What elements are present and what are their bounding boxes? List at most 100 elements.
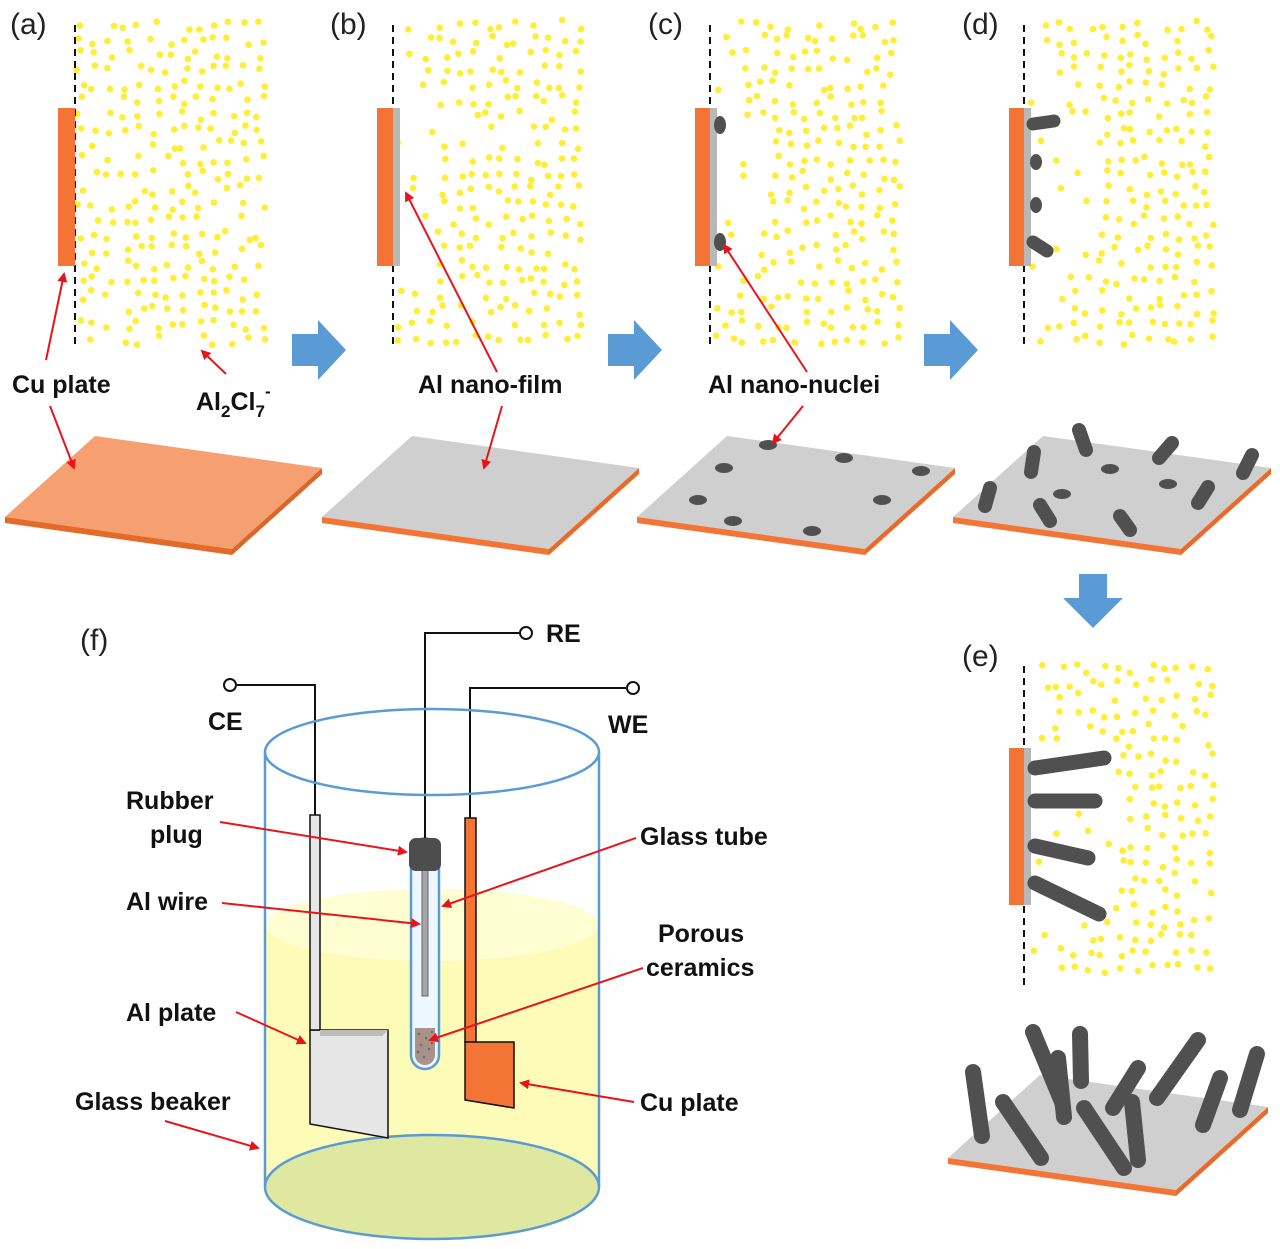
- ion-dot: [546, 290, 554, 298]
- ion-dot: [485, 333, 492, 340]
- ion-dot: [802, 183, 810, 191]
- ion-dot: [758, 251, 765, 259]
- ion-dot: [223, 287, 230, 294]
- ion-dot: [575, 182, 583, 189]
- ion-dot: [125, 308, 133, 316]
- cu-plate-electrode: [464, 1041, 515, 1109]
- ion-dot: [260, 39, 267, 46]
- ion-dot: [872, 276, 879, 283]
- ion-dot: [1101, 52, 1108, 59]
- ion-dot: [789, 101, 797, 108]
- ion-dot: [261, 336, 269, 343]
- ion-dot: [784, 196, 791, 204]
- ion-dot: [1162, 886, 1169, 893]
- we-terminal[interactable]: [626, 681, 640, 695]
- ion-dot: [260, 324, 268, 332]
- ion-dot: [1156, 295, 1163, 303]
- ion-dot: [215, 136, 223, 144]
- ion-dot: [1070, 54, 1078, 61]
- ion-dot: [442, 155, 449, 163]
- pointer-porous-ceramics: [428, 967, 644, 1043]
- ion-dot: [156, 110, 163, 118]
- ion-dot: [1118, 260, 1125, 267]
- ion-dot: [857, 25, 864, 33]
- ion-dot: [1130, 220, 1138, 228]
- ion-dot: [714, 305, 721, 312]
- ion-dot: [1115, 83, 1123, 91]
- ion-dot: [155, 324, 162, 332]
- ion-dot: [200, 144, 207, 151]
- ion-dot: [754, 322, 762, 330]
- ion-dot: [1193, 291, 1200, 299]
- electrolyte-region-c: [712, 18, 903, 348]
- ce-label: CE: [208, 708, 243, 736]
- ion-dot: [722, 322, 729, 329]
- ion-dot: [813, 47, 821, 54]
- ion-dot: [450, 221, 458, 228]
- ion-dot: [558, 16, 566, 24]
- ion-dot: [1208, 32, 1215, 40]
- ion-dot: [1120, 857, 1127, 864]
- ion-dot: [213, 53, 221, 60]
- ion-dot: [896, 183, 903, 190]
- ion-dot: [1161, 665, 1168, 672]
- ion-dot: [124, 278, 131, 286]
- ion-dot: [1158, 160, 1166, 167]
- ion-dot: [1131, 275, 1138, 282]
- ion-dot: [406, 50, 413, 58]
- ion-dot: [833, 246, 840, 253]
- ion-dot: [846, 157, 854, 164]
- ion-dot: [530, 22, 537, 29]
- ion-dot: [554, 183, 562, 190]
- ion-dot: [210, 277, 218, 285]
- ion-dot: [1191, 801, 1199, 809]
- ion-dot: [196, 160, 204, 168]
- ion-dot: [1073, 336, 1080, 343]
- ion-dot: [1142, 79, 1150, 86]
- ion-dot: [574, 145, 582, 153]
- ion-dot: [534, 159, 542, 167]
- ion-dot: [874, 318, 881, 326]
- ion-dot: [1052, 157, 1060, 164]
- ce-terminal[interactable]: [223, 678, 237, 692]
- re-terminal[interactable]: [519, 626, 533, 640]
- ion-dot: [1081, 332, 1089, 340]
- beaker-rim: [263, 707, 601, 797]
- ion-dot: [843, 169, 851, 177]
- ion-dot: [1195, 680, 1203, 688]
- ion-dot: [168, 188, 176, 195]
- ion-dot: [1140, 276, 1148, 283]
- ion-dot: [730, 335, 738, 342]
- ion-dot: [260, 152, 268, 160]
- ion-dot: [103, 235, 110, 243]
- pointer-cu-plate-up: [45, 272, 68, 361]
- ion-dot: [1203, 949, 1210, 956]
- ion-dot: [858, 203, 865, 211]
- ion-dot: [141, 187, 149, 195]
- ion-dot: [419, 81, 427, 89]
- ion-dot: [1186, 85, 1193, 93]
- ion-dot: [467, 68, 474, 75]
- ion-dot: [1119, 847, 1126, 854]
- ion-dot: [530, 289, 538, 297]
- ion-dot: [198, 230, 206, 238]
- ion-dot: [574, 332, 581, 340]
- ion-dot: [511, 321, 519, 329]
- ion-dot: [1120, 341, 1128, 348]
- ion-dot: [1201, 772, 1209, 779]
- ion-dot: [1131, 783, 1139, 791]
- ion-dot: [455, 50, 462, 57]
- ion-dot: [91, 62, 99, 69]
- ion-dot: [1143, 204, 1150, 211]
- ion-dot: [210, 62, 217, 70]
- ion-dot: [197, 289, 204, 296]
- ion-dot: [474, 271, 481, 279]
- ion-dot: [577, 236, 584, 243]
- pointer-glass-beaker: [164, 1120, 260, 1151]
- ion-dot: [1103, 918, 1111, 926]
- ion-dot: [185, 182, 192, 190]
- ion-dot: [790, 108, 798, 116]
- flow-arrow-d-e: [1063, 574, 1123, 628]
- ion-dot: [246, 236, 254, 244]
- ion-dot: [170, 274, 177, 282]
